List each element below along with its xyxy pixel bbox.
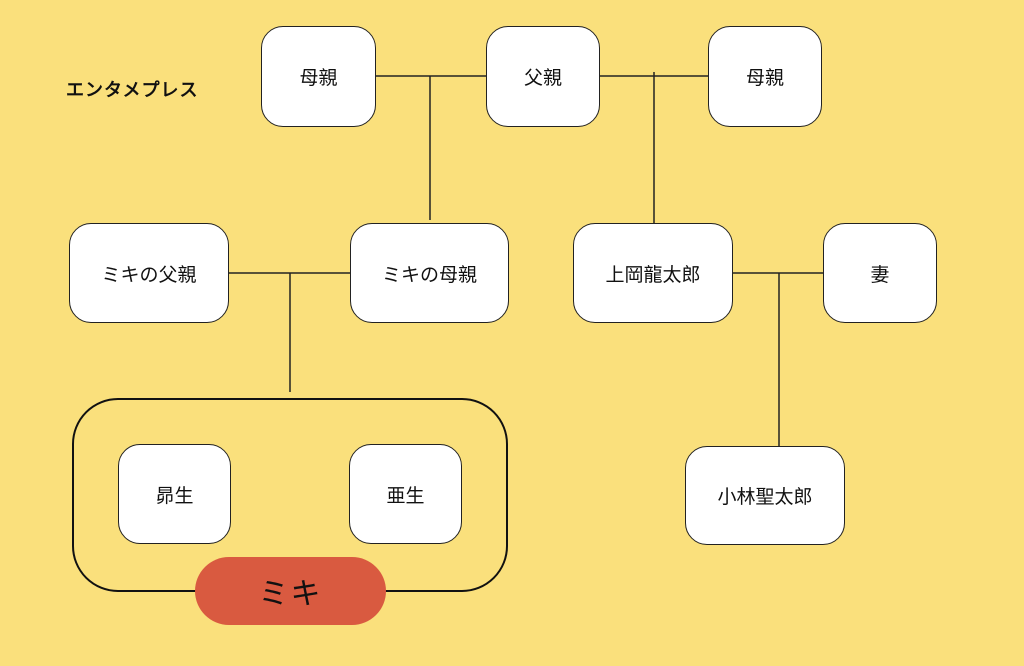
node-subaru: 昴生 (118, 444, 231, 544)
brand-label: エンタメプレス (66, 80, 199, 101)
node-ako: 亜生 (349, 444, 462, 544)
node-grandmother-right: 母親 (708, 26, 822, 127)
node-ueoka: 上岡龍太郎 (573, 223, 733, 323)
node-grandfather: 父親 (486, 26, 600, 127)
node-miki-father: ミキの父親 (69, 223, 229, 323)
node-wife: 妻 (823, 223, 937, 323)
miki-group-label: ミキ (195, 557, 386, 625)
node-miki-mother: ミキの母親 (350, 223, 509, 323)
node-grandmother-left: 母親 (261, 26, 376, 127)
node-kobayashi: 小林聖太郎 (685, 446, 845, 545)
